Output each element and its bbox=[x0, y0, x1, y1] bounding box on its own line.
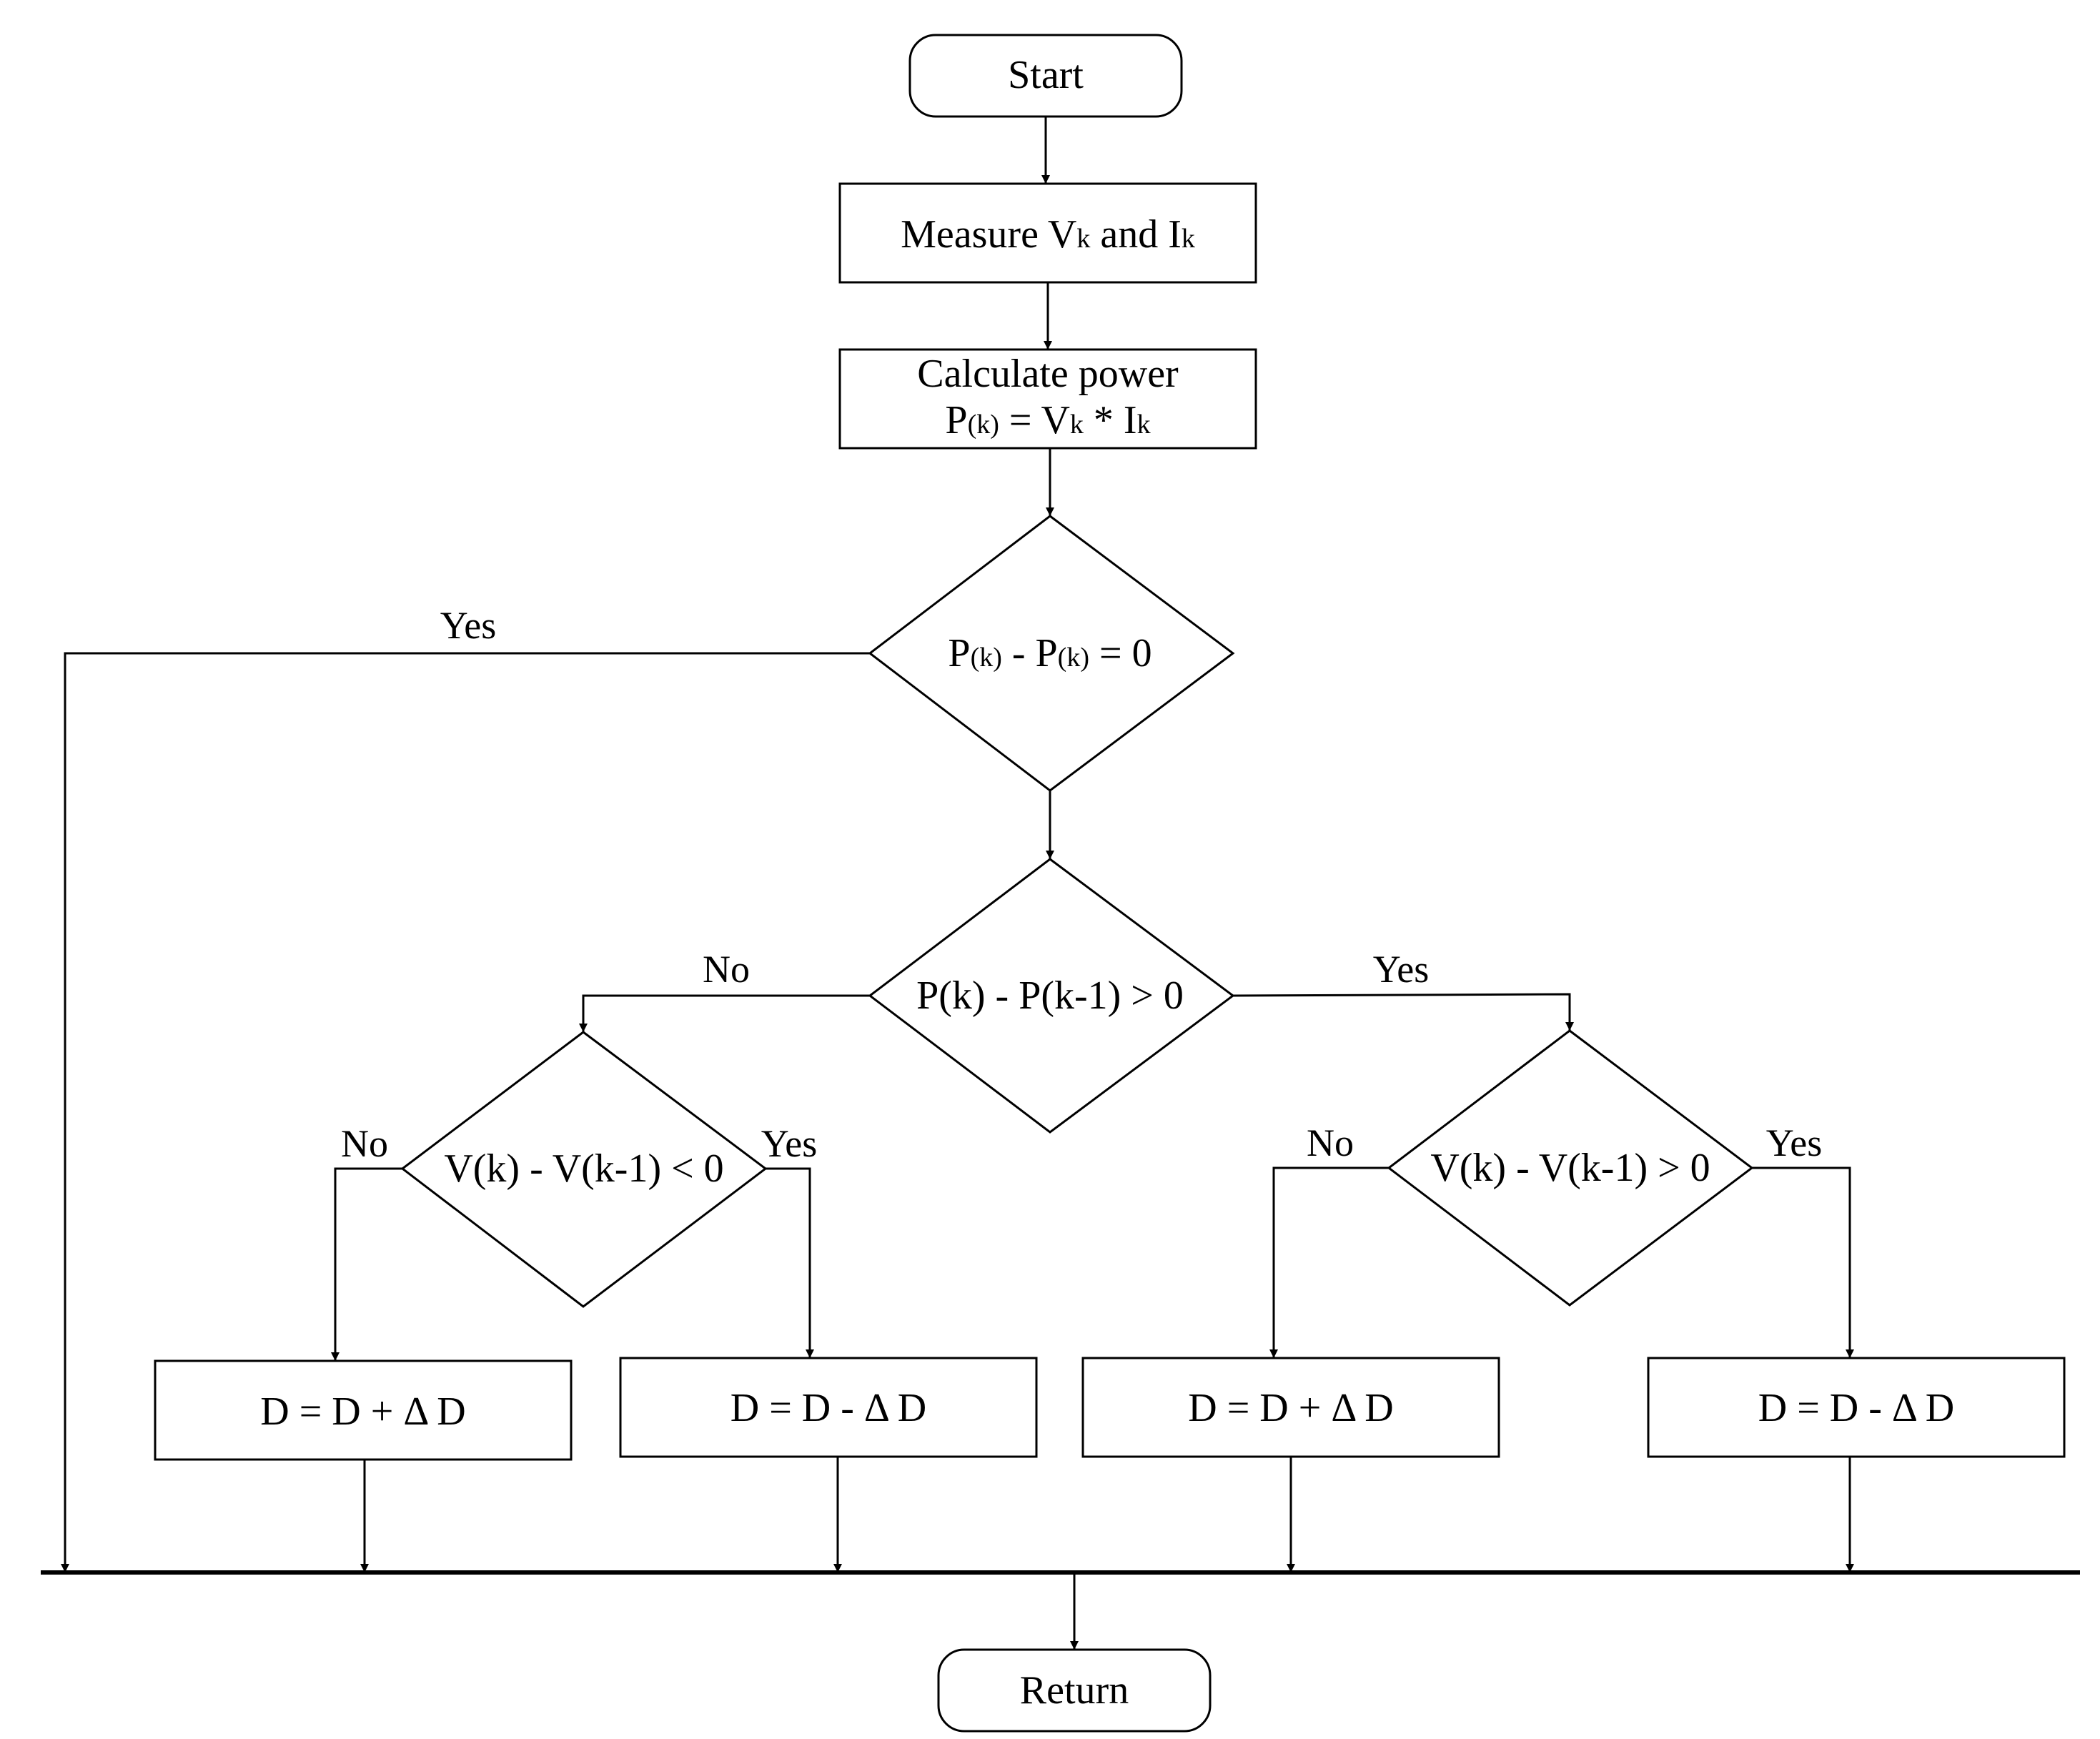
decision-power-zero: P(k) - P(k) = 0 bbox=[868, 515, 1235, 792]
calculate-formula: P(k) = Vk * Ik bbox=[945, 398, 1150, 442]
edge-v-greater-yes bbox=[1752, 1166, 1854, 1358]
duty-increase-left-label: D = D + Δ D bbox=[260, 1389, 465, 1434]
edge-v-greater-no bbox=[1269, 1166, 1389, 1358]
decision-voltage-greater: V(k) - V(k-1) > 0 bbox=[1387, 1029, 1754, 1307]
calculate-power-process: Calculate power P(k) = Vk * Ik bbox=[838, 348, 1257, 450]
edge-v-less-yes bbox=[766, 1167, 814, 1358]
decision-voltage-less-label: V(k) - V(k-1) < 0 bbox=[444, 1146, 723, 1191]
edge-zero-yes-to-bus bbox=[61, 652, 870, 1572]
label-power-no: No bbox=[703, 948, 750, 991]
duty-decrease-left-label: D = D - Δ D bbox=[730, 1386, 926, 1430]
duty-increase-box-right: D = D + Δ D bbox=[1081, 1357, 1500, 1458]
label-v-greater-no: No bbox=[1307, 1121, 1354, 1164]
return-label: Return bbox=[1020, 1668, 1129, 1713]
edge-v-less-no bbox=[331, 1167, 402, 1361]
duty-increase-right-label: D = D + Δ D bbox=[1188, 1386, 1393, 1430]
label-v-less-no: No bbox=[341, 1122, 388, 1165]
label-v-less-yes: Yes bbox=[761, 1122, 818, 1165]
measure-label: Measure Vk and Ik bbox=[901, 212, 1195, 257]
start-label: Start bbox=[1008, 53, 1084, 97]
decision-power-zero-label: P(k) - P(k) = 0 bbox=[948, 631, 1151, 675]
label-power-yes: Yes bbox=[1373, 948, 1430, 991]
duty-decrease-box-left: D = D - Δ D bbox=[619, 1357, 1038, 1458]
decision-voltage-greater-label: V(k) - V(k-1) > 0 bbox=[1430, 1146, 1710, 1190]
edge-power-no bbox=[579, 994, 870, 1032]
label-v-greater-yes: Yes bbox=[1766, 1121, 1823, 1164]
measure-process: Measure Vk and Ik bbox=[838, 182, 1257, 284]
decision-voltage-less: V(k) - V(k-1) < 0 bbox=[400, 1031, 768, 1308]
start-terminal: Start bbox=[908, 34, 1183, 118]
duty-decrease-right-label: D = D - Δ D bbox=[1758, 1386, 1954, 1430]
calculate-title: Calculate power bbox=[917, 352, 1179, 396]
decision-power-change-label: P(k) - P(k-1) > 0 bbox=[916, 973, 1184, 1018]
label-zero-yes: Yes bbox=[440, 604, 497, 647]
duty-decrease-box-right: D = D - Δ D bbox=[1647, 1357, 2066, 1458]
decision-power-change: P(k) - P(k-1) > 0 bbox=[868, 858, 1235, 1134]
return-terminal: Return bbox=[937, 1648, 1212, 1733]
edge-power-yes bbox=[1232, 993, 1574, 1031]
duty-increase-box-left: D = D + Δ D bbox=[154, 1359, 573, 1461]
